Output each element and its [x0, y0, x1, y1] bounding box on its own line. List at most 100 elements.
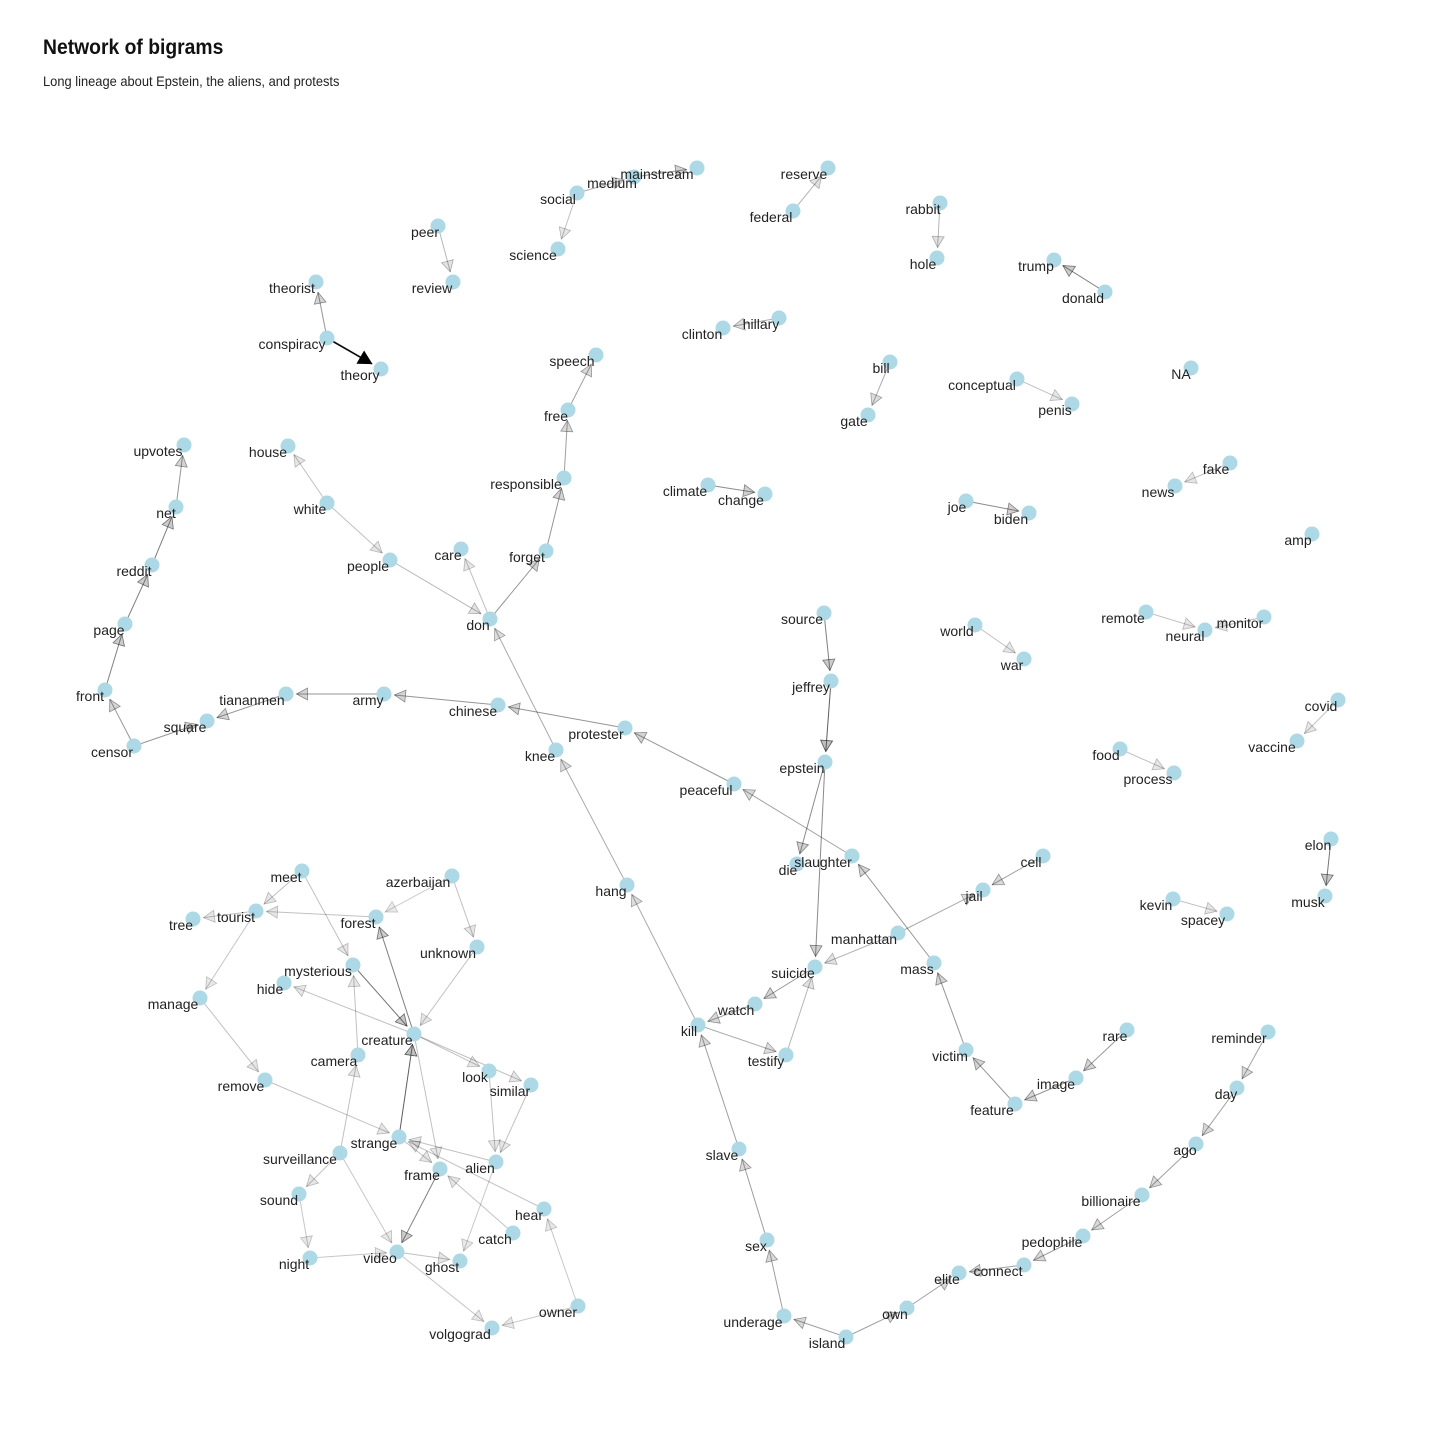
edge-frame-video: [401, 1168, 441, 1243]
node-label-front: front: [76, 688, 104, 704]
node-label-bill: bill: [872, 360, 889, 376]
node-news: [1167, 478, 1183, 494]
node-camera: [350, 1047, 366, 1063]
node-manhattan: [890, 925, 906, 941]
edge-island-own: [845, 1312, 898, 1338]
arrowhead-forget-responsible: [552, 487, 566, 501]
edge-climate-change: [707, 484, 755, 493]
node-slaughter: [844, 848, 860, 864]
edge-hang-knee: [560, 759, 628, 886]
node-vaccine: [1289, 733, 1305, 749]
edge-slave-kill: [700, 1034, 740, 1150]
arrowhead-donald-trump: [1062, 265, 1077, 278]
arrowhead-creature-forest: [376, 926, 390, 940]
node-tourist: [248, 903, 264, 919]
edge-manhattan-suicide: [824, 932, 899, 964]
arrowhead-pedophile-connect: [1032, 1249, 1047, 1262]
node-label-rare: rare: [1103, 1028, 1128, 1044]
node-responsible: [556, 470, 572, 486]
node-peer: [430, 218, 446, 234]
edge-food-process: [1119, 748, 1165, 770]
arrowhead-covid-vaccine: [1303, 720, 1318, 735]
arrowhead-creature-hide: [292, 984, 307, 998]
node-label-rabbit: rabbit: [905, 201, 940, 217]
edge-alien-ghost: [463, 1161, 497, 1252]
edge-monitor-neural: [1215, 616, 1265, 629]
edge-white-house: [293, 454, 328, 504]
node-label-epstein: epstein: [779, 760, 824, 776]
arrowhead-censor-square: [184, 721, 198, 735]
arrowhead-chinese-army: [393, 689, 407, 703]
node-billionaire: [1134, 1187, 1150, 1203]
arrowhead-epstein-suicide: [809, 944, 823, 958]
node-biden: [1021, 505, 1037, 521]
node-label-die: die: [779, 862, 798, 878]
node-social: [569, 185, 585, 201]
node-label-net: net: [156, 505, 176, 521]
node-label-responsible: responsible: [490, 476, 562, 492]
node-world: [967, 617, 983, 633]
node-label-NA: NA: [1171, 366, 1191, 382]
node-label-trump: trump: [1018, 258, 1054, 274]
edge-reddit-net: [151, 516, 173, 566]
arrowhead-fake-news: [1183, 471, 1198, 484]
chart-title: Network of bigrams: [43, 36, 224, 59]
node-censor: [126, 738, 142, 754]
node-label-care: care: [434, 547, 461, 563]
edge-pedophile-connect: [1033, 1235, 1084, 1261]
arrowhead-free-speech: [580, 363, 593, 378]
node-mysterious: [345, 957, 361, 973]
node-joe: [958, 493, 974, 509]
edge-manhattan-jail: [897, 894, 974, 934]
node-source: [816, 605, 832, 621]
edge-hear-strange: [408, 1141, 545, 1210]
arrowhead-manhattan-suicide: [823, 952, 838, 965]
arrowhead-peaceful-protester: [633, 732, 648, 744]
arrowhead-strange-frame: [418, 1150, 433, 1164]
node-label-covid: covid: [1305, 698, 1338, 714]
arrowhead-responsible-free: [560, 419, 574, 433]
node-label-army: army: [352, 692, 383, 708]
arrowhead-camera-mysterious: [347, 974, 361, 988]
edge-similar-alien: [499, 1084, 532, 1153]
arrowhead-underage-sex: [765, 1249, 779, 1263]
arrowhead-federal-reserve: [808, 175, 822, 190]
node-label-conceptual: conceptual: [948, 377, 1016, 393]
arrowhead-slaughter-peaceful: [742, 789, 757, 802]
edge-image-feature: [1024, 1077, 1077, 1101]
edge-don-forget: [489, 558, 540, 620]
arrowhead-monitor-neural: [1214, 618, 1228, 632]
node-label-remote: remote: [1101, 610, 1145, 626]
node-label-theory: theory: [341, 367, 380, 383]
edge-people-don: [389, 559, 482, 615]
edge-owner-hear: [547, 1218, 579, 1307]
node-underage: [776, 1308, 792, 1324]
node-remote: [1138, 604, 1154, 620]
arrowhead-remove-strange: [376, 1122, 391, 1135]
node-theory: [373, 361, 389, 377]
node-label-tiananmen: tiananmen: [219, 692, 284, 708]
node-night: [302, 1250, 318, 1266]
arrowhead-conceptual-penis: [1049, 388, 1064, 402]
arrowhead-net-upvotes: [174, 454, 188, 468]
node-label-mysterious: mysterious: [284, 963, 352, 979]
arrowhead-tiananmen-square: [216, 707, 230, 721]
node-covid: [1330, 692, 1346, 708]
arrowhead-food-process: [1151, 758, 1166, 771]
edge-tourist-tree: [203, 910, 257, 919]
node-label-forget: forget: [509, 549, 545, 565]
node-label-change: change: [718, 492, 764, 508]
node-speech: [588, 347, 604, 363]
edge-meet-mysterious: [301, 870, 349, 957]
node-page: [117, 616, 133, 632]
node-video: [389, 1244, 405, 1260]
edge-surveillance-camera: [339, 1065, 357, 1154]
node-volgograd: [484, 1320, 500, 1336]
edge-censor-square: [133, 723, 198, 747]
arrowhead-connect-elite: [968, 1263, 982, 1277]
node-rare: [1119, 1022, 1135, 1038]
node-label-alien: alien: [465, 1160, 495, 1176]
node-label-house: house: [249, 444, 287, 460]
node-label-sex: sex: [745, 1238, 767, 1254]
node-jail: [975, 882, 991, 898]
